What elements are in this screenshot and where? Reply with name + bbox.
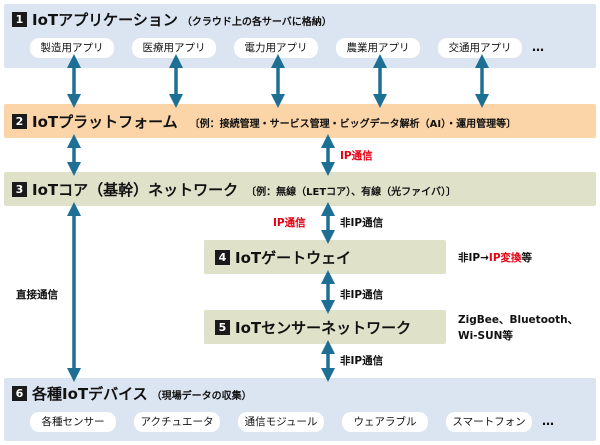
app-pill-manufacturing: 製造用アプリ <box>30 38 114 58</box>
label-protocols-line1: ZigBee、Bluetooth、 <box>458 314 579 326</box>
app-pill-power: 電力用アプリ <box>234 38 318 58</box>
device-pill-wearables: ウェアラブル <box>342 412 428 432</box>
app-more-ellipsis: … <box>532 40 545 54</box>
conv-non-ip: 非IP <box>458 252 481 264</box>
layer5-number-badge: 5 <box>215 320 230 335</box>
layer2-title: 2 IoTプラットフォーム〔例：接続管理・サービス管理・ビッグデータ解析（AI）・… <box>12 111 516 132</box>
label-direct-comm: 直接通信 <box>16 289 58 301</box>
device-pill-sensors: 各種センサー <box>30 412 116 432</box>
layer1-title: 1 IoTアプリケーション（クラウド上の各サーバに格納） <box>12 9 332 30</box>
device-pill-comm-modules: 通信モジュール <box>238 412 324 432</box>
conv-etc: 等 <box>521 252 533 264</box>
device-pill-smartphones: スマートフォン <box>446 412 532 432</box>
layer3-main-title: IoTコア（基幹）ネットワーク <box>32 181 239 199</box>
conv-arrow: → <box>480 252 489 264</box>
layer6-number-badge: 6 <box>12 386 27 401</box>
layer3-title: 3 IoTコア（基幹）ネットワーク〔例：無線（LETコア）、有線（光ファイバ）〕 <box>12 179 456 200</box>
device-pill-actuators: アクチュエータ <box>134 412 220 432</box>
layer2-subtitle: 〔例：接続管理・サービス管理・ビッグデータ解析（AI）・運用管理等〕 <box>189 119 517 130</box>
layer-iot-gateway <box>204 240 446 274</box>
label-non-ip-comm-core-gateway: 非IP通信 <box>340 217 384 229</box>
label-non-ip-comm-sensornet-devices: 非IP通信 <box>340 355 384 367</box>
app-pill-transport: 交通用アプリ <box>438 38 522 58</box>
label-ip-comm-platform-core: IP通信 <box>340 150 373 162</box>
layer4-title: 4 IoTゲートウェイ <box>215 247 351 268</box>
layer2-main-title: IoTプラットフォーム <box>32 113 178 131</box>
layer4-number-badge: 4 <box>215 250 230 265</box>
device-more-ellipsis: … <box>542 414 555 428</box>
layer6-main-title: 各種IoTデバイス <box>32 385 148 403</box>
layer6-title: 6 各種IoTデバイス（現場データの収集） <box>12 383 252 404</box>
layer5-title: 5 IoTセンサーネットワーク <box>215 317 411 338</box>
layer-iot-sensor-network <box>204 310 446 344</box>
layer2-number-badge: 2 <box>12 114 27 129</box>
label-protocols-line2: Wi-SUN等 <box>458 330 513 342</box>
app-pill-medical: 医療用アプリ <box>132 38 216 58</box>
layer4-main-title: IoTゲートウェイ <box>235 249 352 267</box>
label-non-ip-comm-gateway-sensornet: 非IP通信 <box>340 289 384 301</box>
layer1-subtitle: （クラウド上の各サーバに格納） <box>181 17 332 28</box>
layer6-subtitle: （現場データの収集） <box>151 391 252 402</box>
layer1-number-badge: 1 <box>12 12 27 27</box>
layer3-subtitle: 〔例：無線（LETコア）、有線（光ファイバ）〕 <box>246 187 456 198</box>
layer-iot-platform <box>4 104 596 138</box>
conv-ip-conversion: IP変換 <box>488 252 522 264</box>
layer1-main-title: IoTアプリケーション <box>32 11 178 29</box>
label-protocol-conversion: 非IP→IP変換等 <box>458 250 532 265</box>
layer5-main-title: IoTセンサーネットワーク <box>235 319 412 337</box>
layer3-number-badge: 3 <box>12 182 27 197</box>
label-ip-comm-core-gateway: IP通信 <box>273 217 306 229</box>
app-pill-agriculture: 農業用アプリ <box>336 38 420 58</box>
layer-iot-core-network <box>4 172 596 206</box>
